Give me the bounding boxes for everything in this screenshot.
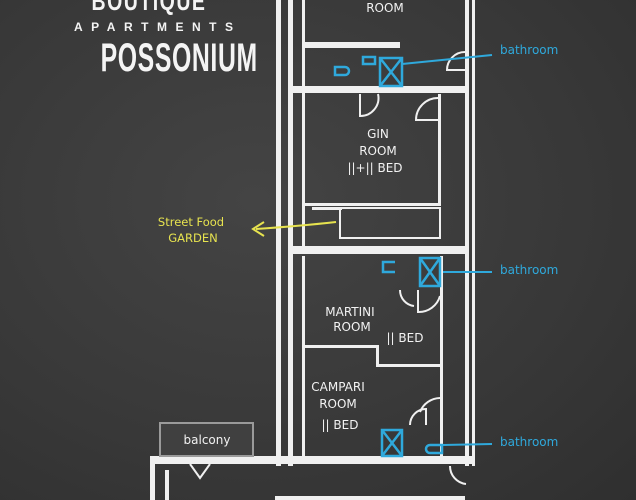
doors <box>189 51 467 485</box>
campari-room-name: CAMPARI <box>311 380 365 394</box>
martini-room-beds: || BED <box>387 331 424 345</box>
balcony-label: balcony <box>184 433 231 447</box>
bathroom-label-1: bathroom <box>500 43 558 57</box>
bathroom-pointer-3 <box>442 443 493 446</box>
campari-room-label: ROOM <box>319 397 357 411</box>
balcony: balcony <box>159 422 254 457</box>
logo-line-boutique: BOUTIQUE <box>91 0 207 16</box>
bathroom-fixtures <box>333 55 444 458</box>
gin-room-name: GIN <box>367 127 389 141</box>
annotations: bathroom bathroom bathroom Street Food G… <box>158 43 558 449</box>
top-room-label: ROOM <box>366 1 404 15</box>
martini-room-label: ROOM <box>333 320 371 334</box>
garden-label-line1: Street Food <box>158 215 224 229</box>
bathroom-pointer-1 <box>401 54 493 65</box>
gin-room-beds: ||+|| BED <box>347 161 402 175</box>
gin-room-label: ROOM <box>359 144 397 158</box>
martini-room-name: MARTINI <box>325 305 374 319</box>
garden-arrow-icon <box>251 221 337 237</box>
campari-room-beds: || BED <box>322 418 359 432</box>
walls <box>150 0 475 500</box>
logo-line-apartments: APARTMENTS <box>74 20 242 34</box>
bathroom-label-2: bathroom <box>500 263 558 277</box>
garden-label-line2: GARDEN <box>168 231 218 245</box>
room-labels: ROOM GIN ROOM ||+|| BED MARTINI ROOM || … <box>311 1 423 432</box>
bathroom-label-3: bathroom <box>500 435 558 449</box>
